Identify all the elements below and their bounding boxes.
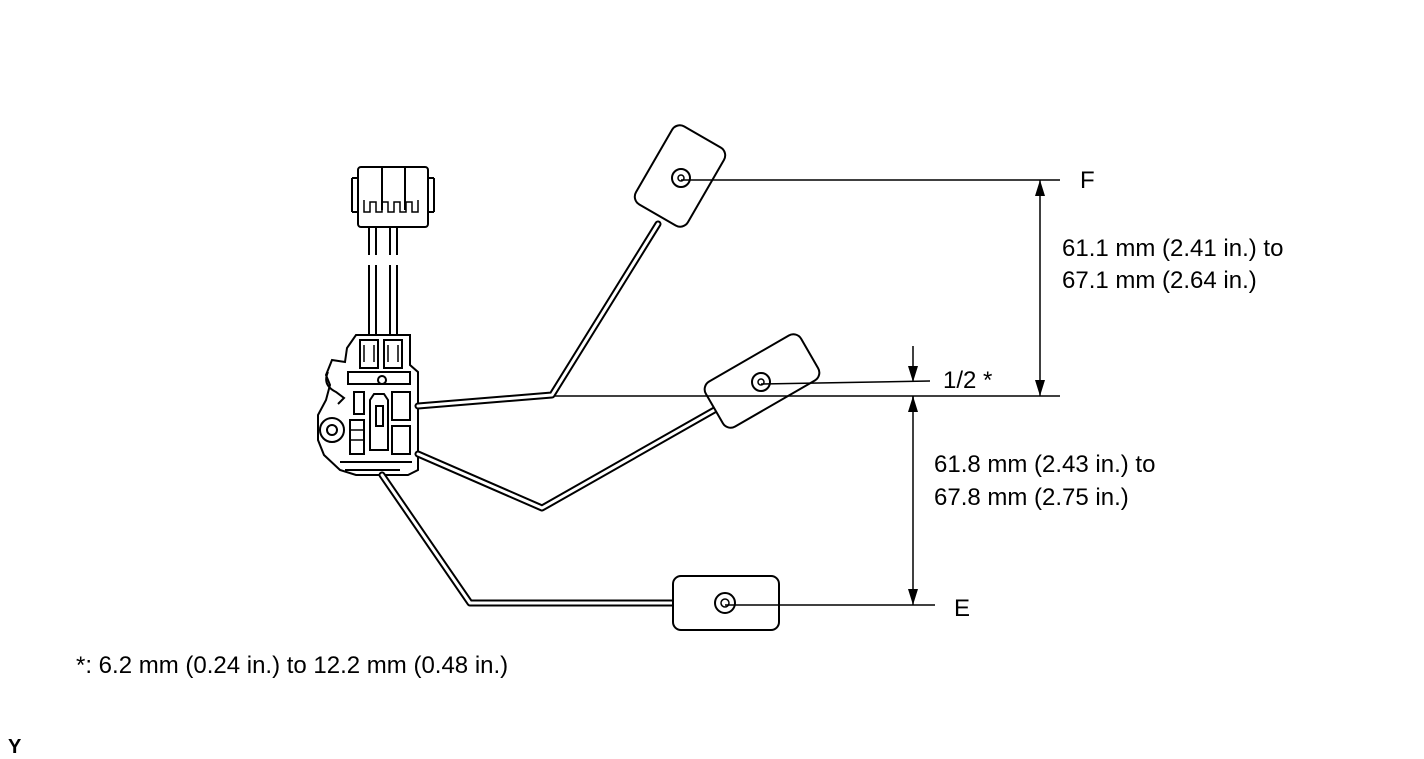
float-half-position: [703, 333, 821, 429]
dimension-arrow-upper: [1035, 180, 1045, 396]
reference-lines: [555, 179, 1060, 606]
upper-dimension-line1: 61.1 mm (2.41 in.) to: [1062, 235, 1283, 262]
float-full-position: [633, 124, 727, 228]
lead-wires: [368, 227, 398, 335]
label-full-position: F: [1080, 167, 1095, 194]
sender-gauge-body: [317, 334, 419, 476]
wire-connector: [351, 166, 435, 228]
float-empty-position: [672, 575, 780, 631]
footnote: *: 6.2 mm (0.24 in.) to 12.2 mm (0.48 in…: [76, 652, 508, 679]
label-half-position: 1/2 *: [943, 367, 992, 394]
label-empty-position: E: [954, 595, 970, 622]
upper-dimension-line2: 67.1 mm (2.64 in.): [1062, 267, 1257, 294]
float-arm-full-position: [414, 220, 662, 410]
lower-dimension-line1: 61.8 mm (2.43 in.) to: [934, 451, 1155, 478]
float-arm-empty-position: [378, 471, 679, 607]
dimension-arrow-lower: [908, 396, 918, 605]
figure-code: Y: [8, 736, 22, 758]
lower-dimension-line2: 67.8 mm (2.75 in.): [934, 484, 1129, 511]
float-arm-half-position: [414, 404, 722, 512]
